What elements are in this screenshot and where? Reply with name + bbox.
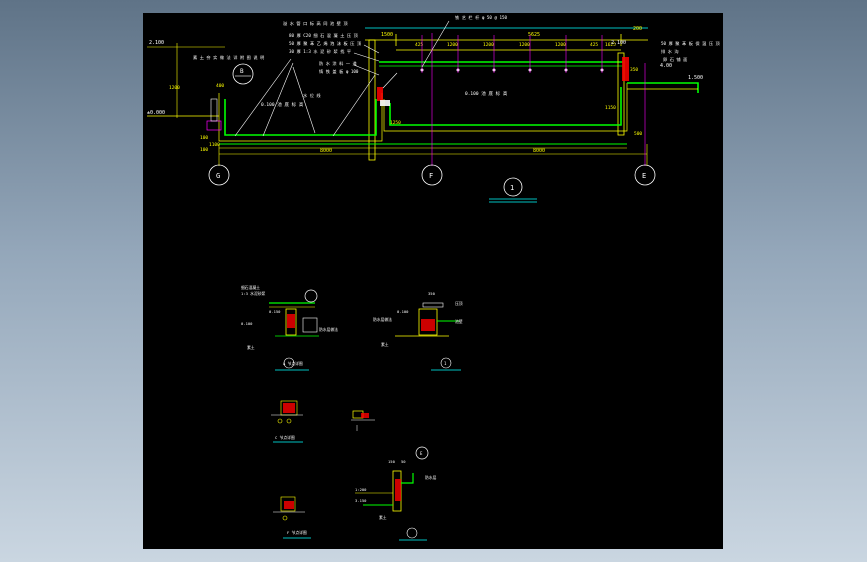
main-section: 1500 5625 200 425 1200 1200 1200 1200 42… (147, 14, 721, 203)
detail-e[interactable]: E 150 50 1:200 3.150 防水层 素土 (355, 446, 437, 541)
detail-a-label-4: 防水层做法 (319, 327, 338, 332)
detail-e-label-4: 防水层 (425, 475, 437, 480)
tag-b-bubble[interactable]: B (232, 63, 254, 85)
dim-1250: 1250 (390, 120, 401, 126)
detail-d[interactable] (351, 410, 375, 431)
detail-a-label-3: 0.100 (241, 321, 253, 326)
note-n8: 铁 艺 栏 杆 φ 50 @ 150 (455, 14, 508, 21)
detail-e-label-2: 1:200 (355, 487, 367, 492)
dim-425a: 425 (415, 42, 423, 48)
dim-350: 350 (630, 67, 638, 73)
center-post-hatch (377, 87, 383, 101)
level-top-right: 2.100 (611, 40, 626, 46)
level-ground: ±0.000 (147, 110, 165, 116)
dim-425b: 425 (590, 42, 598, 48)
detail-e-label-1: 50 (401, 459, 406, 464)
note-n12: 卵 石 铺 面 (663, 56, 687, 63)
note-n2: 80 厚 C20 细 石 混 凝 土 压 顶 (289, 32, 359, 39)
pool-basin-center (389, 87, 622, 126)
note-n7: 铸 铁 盖 板 φ 100 (319, 68, 359, 75)
level-pool-bottom-left: 0.100 池 底 标 高 (261, 101, 304, 108)
note-n6: 素 土 夯 实 做 法 详 附 图 说 明 (193, 54, 264, 61)
level-right-up: 4.00 (660, 63, 672, 69)
axis-bubble-g[interactable]: G (208, 164, 230, 186)
detail-e-label-3: 3.150 (355, 498, 367, 503)
detail-e-label-0: 150 (388, 459, 396, 464)
level-pool-bottom-center: 0.100 池 底 标 高 (465, 90, 508, 97)
pool-basin-center-outer (383, 83, 628, 132)
detail-a-title: A 节点详图 (283, 361, 303, 366)
tag-b-label: B (240, 68, 244, 75)
leader-lines-left (234, 58, 376, 137)
detail-a[interactable]: 细石混凝土 1:3 水泥砂浆 0.150 0.100 防水层做法 素土 A 节点… (241, 285, 338, 371)
dim-1200c: 1200 (519, 42, 530, 48)
axis-label-e: E (642, 172, 646, 180)
right-post-hatch (622, 57, 629, 81)
pool-wall-left (368, 39, 376, 161)
detail-b-label-5: 素土 (381, 342, 389, 347)
dim-1100: 1100 (209, 142, 220, 148)
detail-a-label-0: 细石混凝土 (241, 285, 260, 290)
note-n9: 水 位 线 (303, 92, 321, 98)
detail-b-label-4: 防水层做法 (373, 317, 392, 322)
dim-1625: 1625 (605, 42, 616, 48)
dim-100b: 100 (200, 147, 208, 153)
right-channel (627, 82, 699, 93)
dim-500: 500 (634, 131, 642, 137)
dim-1200v: 1200 (169, 85, 180, 91)
dim-span-right: 8000 (533, 148, 545, 154)
note-n3: 50 厚 聚 苯 乙 烯 泡 沫 板 压 顶 (289, 40, 362, 47)
detail-f[interactable]: F 节点详图 (273, 496, 311, 539)
axis-bubble-e[interactable]: E (634, 164, 656, 186)
cad-viewport[interactable]: 1500 5625 200 425 1200 1200 1200 1200 42… (143, 13, 723, 549)
note-n1: 溢 水 管 口 标 高 同 池 壁 顶 (283, 20, 348, 27)
detail-b-label-1: 压顶 (455, 301, 463, 306)
level-top-left: 2.100 (149, 40, 164, 46)
section-id-label: 1 (510, 184, 514, 192)
detail-e-title: E (420, 451, 423, 456)
detail-b-title: 1 (444, 361, 447, 366)
detail-b-label-0: 350 (428, 291, 436, 296)
pool-basin-left (224, 99, 377, 136)
detail-b[interactable]: 350 压顶 0.100 池壁 防水层做法 素土 1 (373, 291, 463, 371)
note-n11: 排 水 沟 (661, 48, 679, 55)
detail-b-label-2: 0.100 (397, 309, 409, 314)
left-pipe (210, 98, 218, 122)
axis-bubble-f[interactable]: F (421, 164, 443, 186)
grid-lines (421, 35, 603, 73)
pool-wall-right (617, 52, 625, 136)
detail-c[interactable]: C 节点详图 (271, 400, 303, 443)
detail-a-label-1: 1:3 水泥砂浆 (241, 291, 266, 296)
dim-100a: 100 (200, 135, 208, 141)
detail-b-label-3: 池壁 (455, 319, 463, 324)
note-n4: 30 厚 1:3 水 泥 砂 浆 找 平 (289, 48, 351, 55)
level-right-mid: 1.500 (688, 75, 703, 81)
dim-1150: 1150 (605, 105, 616, 111)
detail-c-title: C 节点详图 (275, 435, 295, 440)
axis-label-f: F (429, 172, 433, 180)
dim-5625: 5625 (528, 32, 540, 38)
section-id-bubble[interactable]: 1 (489, 177, 537, 203)
dim-1200d: 1200 (555, 42, 566, 48)
center-post-hatch-2 (380, 100, 390, 106)
detail-e-label-5: 素土 (379, 515, 387, 520)
dim-1200a: 1200 (447, 42, 458, 48)
detail-f-title: F 节点详图 (287, 530, 307, 535)
dim-200: 200 (633, 26, 642, 32)
detail-a-label-2: 0.150 (269, 309, 281, 314)
dim-400: 400 (216, 83, 224, 89)
dim-span-left: 8000 (320, 148, 332, 154)
detail-a-label-5: 素土 (247, 345, 255, 350)
deck-posts (420, 68, 604, 72)
axis-label-g: G (216, 172, 220, 180)
pool-basin-left-outer (218, 93, 383, 142)
note-n10: 50 厚 聚 苯 板 保 温 压 顶 (661, 40, 721, 47)
note-n5: 防 水 涂 料 一 道 (319, 60, 358, 67)
leader-lines-center (353, 20, 450, 89)
dim-1500: 1500 (381, 32, 393, 38)
dim-1200b: 1200 (483, 42, 494, 48)
